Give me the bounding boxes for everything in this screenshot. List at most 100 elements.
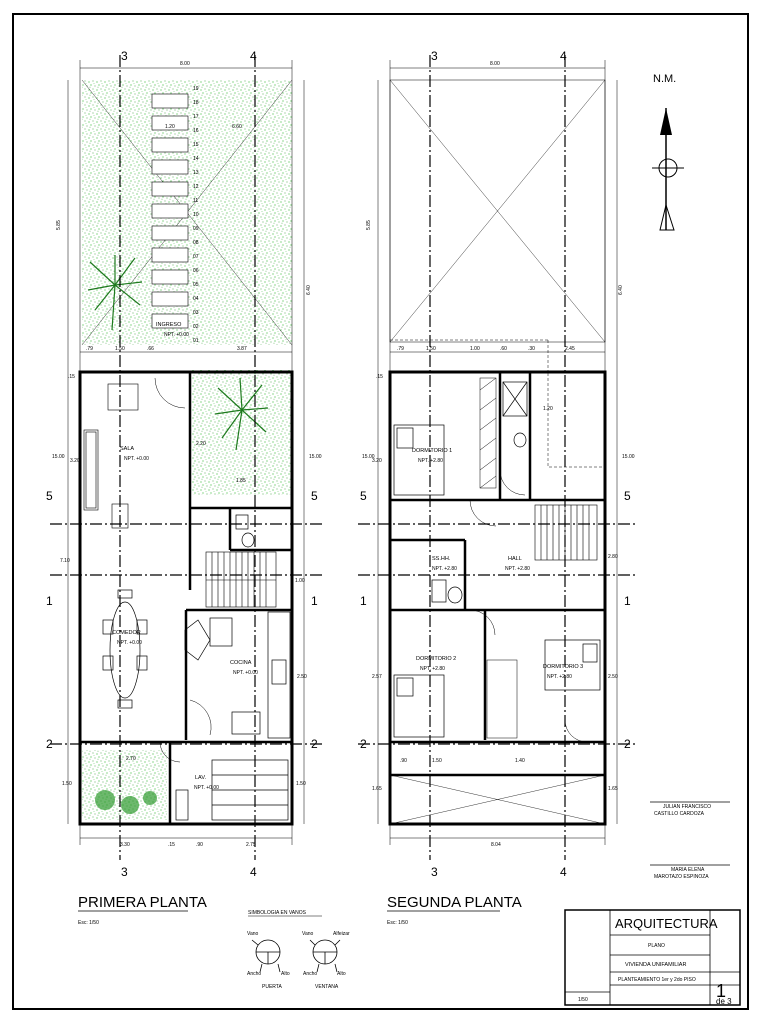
north-arrow-icon bbox=[652, 108, 684, 231]
tb-scale: 1/50 bbox=[578, 997, 588, 1003]
dim2-165r: 1.65 bbox=[608, 786, 618, 792]
axis2-label-1-right: 1 bbox=[624, 594, 631, 608]
stone-01: 01 bbox=[193, 338, 199, 344]
floor2-walls bbox=[390, 372, 605, 777]
window-alto-label: Alto bbox=[337, 971, 346, 977]
dim-220: 2.20 bbox=[196, 441, 206, 447]
dim2-100: 1.00 bbox=[470, 346, 480, 352]
signature-1-line2: CASTILLO CARDOZA bbox=[654, 811, 705, 817]
dim-top-total: 8.00 bbox=[180, 61, 190, 67]
tb-sheet-number: 1 bbox=[716, 981, 726, 1001]
dim-250: 2.50 bbox=[297, 674, 307, 680]
first-floor-plan bbox=[50, 55, 324, 860]
level-cocina: NPT. +0.00 bbox=[233, 670, 258, 676]
dim-660: 6.60 bbox=[232, 124, 242, 130]
axis-label-2-left: 2 bbox=[46, 737, 53, 751]
door-alto-label: Alto bbox=[281, 971, 290, 977]
plan1-title: PRIMERA PLANTA bbox=[78, 894, 207, 911]
dim-710: 7.10 bbox=[60, 558, 70, 564]
dim-bot-330: 3.30 bbox=[120, 842, 130, 848]
stone-15: 15 bbox=[193, 142, 199, 148]
dim2-245: 2.45 bbox=[565, 346, 575, 352]
room-hall: HALL bbox=[508, 556, 522, 562]
title-block bbox=[564, 909, 741, 1006]
door-symbol-label: PUERTA bbox=[262, 984, 282, 990]
level-dormitorio-2: NPT. +2.80 bbox=[420, 666, 445, 672]
dim-left-1500: 15.00 bbox=[52, 454, 65, 460]
dim-150: 1.50 bbox=[115, 346, 125, 352]
dim2-585: 5.85 bbox=[366, 220, 372, 230]
window-vano-label: Vano bbox=[302, 931, 314, 937]
plan2-scale: Esc: 1/50 bbox=[387, 920, 408, 926]
axis2-label-1-left: 1 bbox=[360, 594, 367, 608]
window-ancho-label: Ancho bbox=[303, 971, 317, 977]
level-hall: NPT. +2.80 bbox=[505, 566, 530, 572]
dim2-140: 1.40 bbox=[515, 758, 525, 764]
door-swings bbox=[154, 377, 212, 763]
room-dormitorio-3: DORMITORIO 3 bbox=[543, 664, 583, 670]
level-ingreso: NPT. +0.00 bbox=[164, 332, 189, 338]
floor2-stairs bbox=[534, 504, 598, 561]
dim2-060: .60 bbox=[500, 346, 507, 352]
window-alfeizar-label: Alfeizar bbox=[333, 931, 350, 937]
floor1-stairs bbox=[205, 551, 277, 608]
signature-2-line1: MARIA ELENA bbox=[671, 867, 705, 873]
palm-plant-icon bbox=[214, 377, 269, 451]
axis2-label-2-right: 2 bbox=[624, 737, 631, 751]
level-sala: NPT. +0.00 bbox=[124, 456, 149, 462]
level-comedor: NPT. +0.00 bbox=[117, 640, 142, 646]
dim2-right-1500: 15.00 bbox=[622, 454, 635, 460]
axis-label-3-bottom: 3 bbox=[121, 865, 128, 879]
floor2-dimension-lines bbox=[377, 60, 618, 845]
dim-bot-090: .90 bbox=[196, 842, 203, 848]
dim2-150b: 1.50 bbox=[432, 758, 442, 764]
stone-09: 09 bbox=[193, 226, 199, 232]
door-ancho-label: Ancho bbox=[247, 971, 261, 977]
tb-sheet-of: de 3 bbox=[716, 997, 732, 1006]
room-cocina: COCINA bbox=[230, 660, 252, 666]
stone-19: 19 bbox=[193, 86, 199, 92]
wardrobe-icon bbox=[479, 377, 518, 739]
stone-11: 11 bbox=[193, 198, 198, 204]
dim2-640: 6.40 bbox=[618, 285, 624, 295]
dim-mid-270: 2.70 bbox=[126, 756, 136, 762]
axis2-label-3-top: 3 bbox=[431, 49, 438, 63]
dim-120: 1.20 bbox=[165, 124, 175, 130]
side-garden bbox=[192, 370, 292, 495]
door-vano-label: Vano bbox=[247, 931, 259, 937]
stone-03: 03 bbox=[193, 310, 199, 316]
axis-label-3-top: 3 bbox=[121, 49, 128, 63]
toilet-icon bbox=[235, 514, 255, 548]
stone-13: 13 bbox=[193, 170, 199, 176]
floor1-axis-lines bbox=[50, 55, 324, 860]
tb-project: VIVIENDA UNIFAMILIAR bbox=[625, 962, 686, 968]
kitchen-counter-icon bbox=[184, 611, 291, 739]
dim2-320: 3.20 bbox=[372, 458, 382, 464]
tb-discipline: ARQUITECTURA bbox=[615, 916, 718, 931]
dim-mid-185: 1.85 bbox=[236, 478, 246, 484]
door-swings bbox=[469, 469, 588, 743]
stone-16: 16 bbox=[193, 128, 199, 134]
tb-sheet-desc: PLANTEAMIENTO 1er y 2do PISO bbox=[618, 977, 696, 983]
axis-label-1-right: 1 bbox=[311, 594, 318, 608]
sheet-frame bbox=[12, 13, 749, 1010]
dim2-030: .30 bbox=[528, 346, 535, 352]
stone-18: 18 bbox=[193, 100, 199, 106]
axis2-label-4-top: 4 bbox=[560, 49, 567, 63]
dim-150b: 1.50 bbox=[62, 781, 72, 787]
axis-label-5-left: 5 bbox=[46, 489, 53, 503]
door-symbol-icon bbox=[251, 939, 281, 973]
signature-1-line1: JULIAN FRANCISCO bbox=[663, 804, 711, 810]
axis-label-2-right: 2 bbox=[311, 737, 318, 751]
room-comedor: COMEDOR bbox=[112, 630, 141, 636]
floor2-outline bbox=[388, 370, 607, 826]
stepping-stones bbox=[151, 93, 189, 329]
dim2-090: .90 bbox=[400, 758, 407, 764]
room-dormitorio-1: DORMITORIO 1 bbox=[412, 448, 452, 454]
stone-04: 04 bbox=[193, 296, 199, 302]
palm-plant-icon bbox=[87, 255, 143, 331]
room-sala: SALA bbox=[120, 446, 134, 452]
stone-10: 10 bbox=[193, 212, 199, 218]
sofa-icon bbox=[83, 383, 139, 529]
window-symbol-icon bbox=[309, 939, 341, 973]
